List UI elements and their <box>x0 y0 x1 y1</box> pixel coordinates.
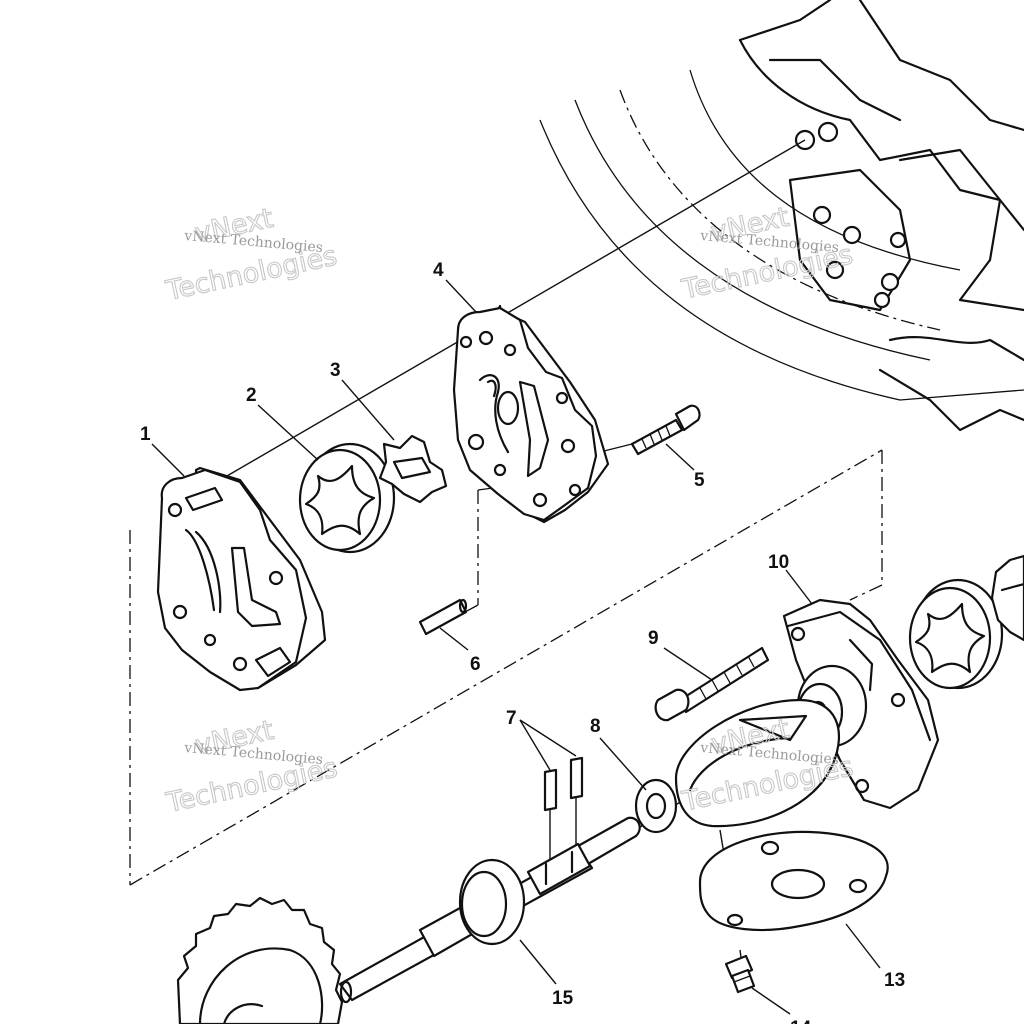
part-9-long-bolt <box>654 646 770 722</box>
callout-1: 1 <box>140 424 151 445</box>
callout-14: 14 <box>790 1018 812 1024</box>
part-1-pump-cover <box>156 466 327 692</box>
callout-2: 2 <box>246 385 257 406</box>
part-14-small-screw <box>724 954 756 994</box>
callout-labels: 1 2 3 4 5 6 7 8 9 10 13 14 15 <box>140 260 905 1024</box>
part-rotor-right <box>908 554 1024 690</box>
callout-10: 10 <box>768 552 789 573</box>
part-8-washer <box>634 778 678 834</box>
callout-6: 6 <box>470 654 481 675</box>
callout-leaders <box>151 279 881 1015</box>
callout-3: 3 <box>330 360 341 381</box>
callout-8: 8 <box>590 716 601 737</box>
callout-5: 5 <box>694 470 705 491</box>
part-4-pump-body <box>452 304 610 524</box>
part-13-gasket <box>698 830 889 932</box>
callout-13: 13 <box>884 970 905 991</box>
drive-gear <box>176 896 344 1024</box>
part-cover-plate <box>674 698 841 828</box>
part-2-outer-rotor <box>298 442 396 554</box>
part-15-pump-shaft <box>338 816 641 1004</box>
callout-7: 7 <box>506 708 517 729</box>
callout-4: 4 <box>433 260 444 281</box>
engine-crankcase <box>539 0 1024 432</box>
part-3-inner-rotor <box>378 434 448 504</box>
callout-15: 15 <box>552 988 574 1009</box>
callout-9: 9 <box>648 628 659 649</box>
part-5-screw <box>630 404 701 456</box>
part-6-dowel-pin <box>418 598 468 636</box>
